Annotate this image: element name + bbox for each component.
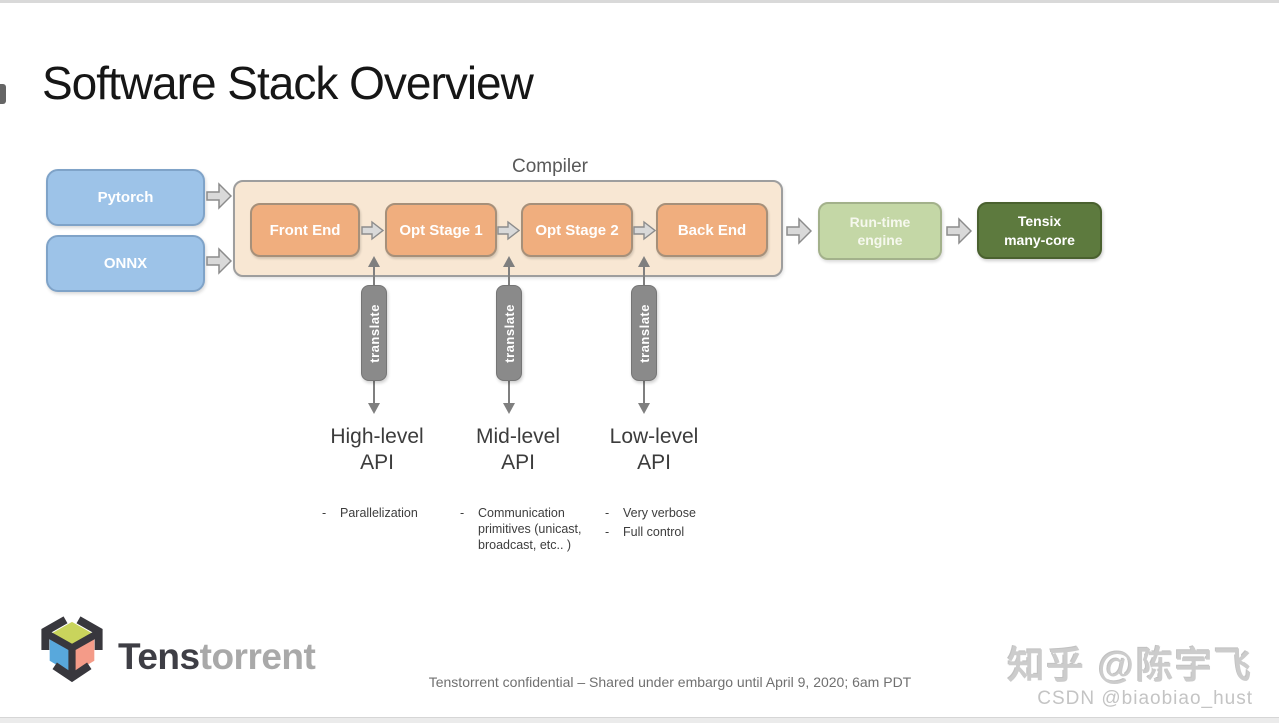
bottom-edge-strip (0, 717, 1279, 723)
stage-opt-2: Opt Stage 2 (521, 203, 633, 257)
page-title: Software Stack Overview (42, 57, 534, 109)
translate-label: translate (501, 303, 517, 363)
bullet-dash: - (322, 506, 327, 520)
stage-back-end: Back End (656, 203, 768, 257)
pytorch-label: Pytorch (97, 189, 154, 206)
compiler-label: Compiler (511, 156, 589, 177)
high-level-api-title: High-level API (330, 425, 424, 475)
low-level-api-bullets: - Very verbose - Full control (605, 505, 725, 540)
confidential-footer: Tenstorrent confidential – Shared under … (428, 674, 912, 690)
slide-edge-mark (0, 84, 6, 104)
mid-level-api-bullets: - Communication primitives (unicast, bro… (460, 505, 590, 553)
translate-bar: translate (631, 285, 657, 381)
bullet-dash: - (460, 506, 465, 520)
stage-front-end-label: Front End (269, 221, 341, 239)
bullet-text: Communication primitives (unicast, broad… (478, 506, 582, 552)
high-level-api-bullets: - Parallelization (322, 505, 442, 521)
top-edge-strip (0, 0, 1279, 3)
runtime-engine-box: Run-time engine (818, 202, 942, 260)
stage-opt-1-label: Opt Stage 1 (399, 221, 483, 239)
watermark-csdn: CSDN @biaobiao_hust (1037, 687, 1253, 709)
translate-bar: translate (361, 285, 387, 381)
onnx-box: ONNX (46, 235, 205, 292)
arrow-right-icon (206, 182, 232, 210)
brand-text-light: torrent (199, 636, 316, 677)
stage-opt-1: Opt Stage 1 (385, 203, 497, 257)
stage-opt-2-label: Opt Stage 2 (535, 221, 619, 239)
low-level-api-title: Low-level API (609, 425, 699, 475)
pytorch-box: Pytorch (46, 169, 205, 226)
brand-text-dark: Tens (118, 636, 200, 677)
tenstorrent-cube-icon (41, 616, 103, 683)
arrow-right-icon (946, 217, 972, 245)
watermark: 知乎 @陈宇飞 CSDN @biaobiao_hust (1007, 645, 1253, 710)
tensix-many-core-label: Tensix many-core (1004, 213, 1075, 248)
arrow-right-icon (361, 220, 384, 241)
translate-label: translate (636, 303, 652, 363)
stage-back-end-label: Back End (677, 221, 747, 239)
onnx-label: ONNX (103, 255, 148, 272)
bullet-dash: - (605, 525, 610, 539)
tensix-many-core-box: Tensix many-core (977, 202, 1102, 259)
arrow-right-icon (786, 217, 812, 245)
bullet-text: Parallelization (340, 506, 418, 520)
stage-front-end: Front End (250, 203, 360, 257)
translate-bar: translate (496, 285, 522, 381)
bullet-text: Very verbose (623, 506, 696, 520)
bullet-text: Full control (623, 525, 685, 539)
translate-label: translate (366, 303, 382, 363)
tenstorrent-wordmark: Tenstorrent (118, 636, 316, 678)
arrow-right-icon (497, 220, 520, 241)
watermark-zhihu: 知乎 @陈宇飞 (1007, 645, 1253, 686)
arrow-right-icon (633, 220, 656, 241)
bullet-item: - Full control (605, 524, 725, 540)
runtime-engine-label: Run-time engine (849, 213, 911, 248)
mid-level-api-title: Mid-level API (475, 425, 561, 475)
bullet-item: - Communication primitives (unicast, bro… (460, 505, 590, 553)
bullet-item: - Parallelization (322, 505, 442, 521)
bullet-item: - Very verbose (605, 505, 725, 521)
bullet-dash: - (605, 506, 610, 520)
tenstorrent-logo: Tenstorrent (36, 608, 316, 692)
arrow-right-icon (206, 247, 232, 275)
